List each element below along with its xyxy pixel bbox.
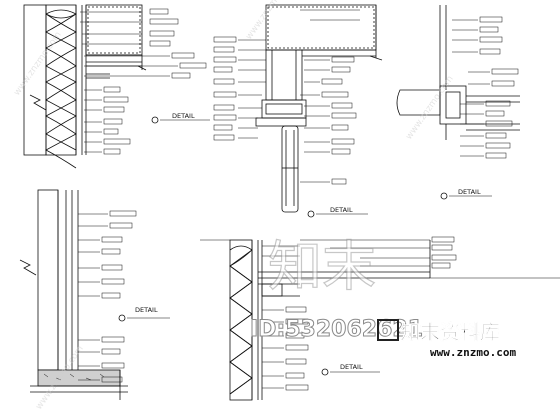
watermark-logo: 知末资料库 www.znzmo.com [377,319,516,359]
detail-label-5: DETAIL [340,363,363,371]
logo-icon [377,319,399,341]
watermark-id: ID:532062621 [250,317,423,342]
detail-label-1: DETAIL [172,112,195,120]
detail-bottom-center [200,236,560,401]
detail-bottom-left [19,189,170,400]
watermark-diagonal-tc: www.znzmo.com [244,0,295,42]
detail-label-3: DETAIL [458,188,481,196]
watermark-site: www.znzmo.com [430,346,516,359]
watermark-large-chars: 知末 [268,235,376,298]
detail-top-center [213,4,383,218]
watermark-diagonal-tr: www.znzmo.com [404,74,455,142]
detail-label-4: DETAIL [135,306,158,314]
watermark-brand-cn: 知末资料库 [400,320,500,344]
detail-top-right [396,5,520,200]
detail-label-2: DETAIL [330,206,353,214]
detail-top-left [23,4,210,169]
